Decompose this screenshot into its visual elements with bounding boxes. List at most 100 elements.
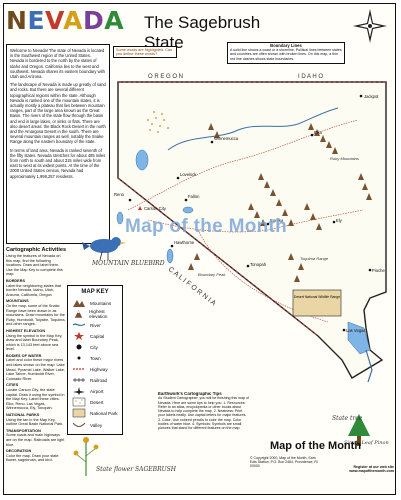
intro-paragraph: Welcome to Nevada! The state of Nevada i… (10, 48, 105, 80)
key-label: National Park (90, 410, 118, 416)
key-row: Mountains (72, 298, 111, 308)
key-row: Railroad (72, 375, 107, 385)
key-label: Valley (90, 422, 103, 428)
activity-title: CITIES (6, 383, 19, 388)
airport-icon (73, 387, 85, 395)
peak-icon (74, 310, 83, 318)
capital-icon (74, 332, 84, 340)
state-tree-species: Single Leaf Pinon (344, 440, 389, 446)
bluebird-icon (82, 237, 126, 261)
state-tree-label: State tree (332, 415, 363, 422)
key-label: Desert (90, 399, 104, 405)
title-letter: N (6, 6, 28, 35)
railroad-icon (73, 378, 85, 382)
highway-icon (73, 368, 85, 370)
lake-tahoe (116, 211, 124, 225)
key-label: Highway (90, 366, 108, 372)
key-row: Highest elevation (72, 309, 122, 319)
activity-title: BORDERS (6, 278, 25, 283)
title-letter: A (104, 6, 125, 35)
key-row: River (72, 320, 101, 330)
town-icon (77, 356, 81, 360)
desert-range-label: Desert National Wildlife Range (294, 295, 340, 299)
key-label: Airport (90, 388, 104, 394)
national-park-icon (72, 408, 86, 418)
activity-text: On the map, some of the Snake Range have… (6, 303, 66, 327)
svg-text:Hawthorne: Hawthorne (174, 240, 195, 245)
title-letter: D (83, 6, 105, 35)
svg-text:Pioche: Pioche (372, 268, 385, 273)
cartographer-tips: Earthwork's Cartographic Tips As Student… (158, 392, 250, 462)
register-link[interactable]: Register at our web site www.mapofthemon… (349, 465, 394, 474)
pinon-tree-icon (348, 414, 370, 446)
intro-paragraph: The landscape of Nevada is made up great… (10, 82, 106, 145)
map-key-heading: MAP KEY (81, 289, 109, 295)
state-title: NEVADA (6, 6, 124, 35)
svg-text:Carson City: Carson City (144, 206, 167, 211)
key-label: Railroad (90, 377, 108, 383)
map-banner: Map of the Month (125, 216, 288, 237)
activity-text: Color the map. Draw your state flower, s… (6, 453, 59, 463)
activities-panel: Cartographic Activities Using the featur… (6, 247, 66, 477)
key-label: Mountains (90, 300, 112, 306)
svg-text:Boundary Peak: Boundary Peak (198, 272, 226, 277)
title-letter: E (27, 6, 46, 35)
activities-intro: Using the features of Nevada on this map… (6, 254, 63, 277)
key-row: Airport (72, 386, 104, 396)
map-key: MAP KEY Mountains Highest elevation Rive… (67, 285, 123, 435)
compass-rose-icon (353, 9, 387, 43)
svg-text:Jackpot: Jackpot (364, 94, 379, 99)
key-row: National Park (72, 408, 118, 418)
humboldt-river (167, 107, 339, 151)
activity-text: Using the tan in the Map Key, outline Gr… (6, 417, 64, 427)
activity-text: Locate Carson City, the state capital. D… (6, 388, 65, 411)
boundary-title: Boundary Lines (270, 43, 302, 48)
state-flower-label: State flower SAGEBRUSH (96, 466, 176, 473)
sagebrush-icon (73, 437, 99, 476)
pyramid-lake (135, 149, 149, 171)
key-label: Capital (90, 333, 105, 339)
capital-star-icon (138, 206, 142, 210)
key-row: Highway (72, 364, 108, 374)
city-markers (128, 94, 372, 332)
svg-text:Elko: Elko (314, 130, 323, 135)
svg-text:Lovelock: Lovelock (180, 172, 197, 177)
tips-heading: Earthwork's Cartographic Tips (158, 392, 222, 396)
key-row: Desert (72, 397, 104, 407)
tips-text: As Student Cartographer, you will be fin… (158, 396, 250, 431)
svg-text:Toquima Range: Toquima Range (300, 256, 329, 261)
river-icon (72, 323, 86, 327)
oregon-label: O R E G O N (148, 74, 183, 80)
idaho-label: I D A H O (298, 74, 323, 80)
key-row: Valley (72, 420, 102, 430)
black-rock-desert (147, 111, 169, 133)
highlight-notice: Some words are highlighted. Can you defi… (113, 46, 177, 58)
boundary-text: A solid line shows a coast or a shorelin… (230, 48, 342, 61)
activity-title: BODIES OF WATER (6, 353, 42, 358)
key-label: River (90, 322, 101, 328)
mountain-ranges (188, 123, 372, 282)
highway-95 (197, 229, 329, 323)
city-labels: Jackpot Winnemucca Elko Lovelock Fallon … (114, 94, 385, 333)
svg-text:Tonopah: Tonopah (250, 262, 267, 267)
mountain-icon (73, 300, 85, 307)
lake-mead (347, 321, 371, 355)
city-icon (76, 344, 82, 350)
title-letter: A (63, 6, 84, 35)
desert-wildlife-range (292, 289, 342, 317)
footer-title: Map of the Month (270, 440, 362, 452)
colorado-river (365, 349, 373, 383)
nevada-map: O R E G O N I D A H O C A L I F O R N I … (114, 74, 387, 383)
svg-text:Eureka: Eureka (270, 218, 284, 223)
title-letter: V (45, 6, 64, 35)
carson-lake (182, 206, 194, 214)
key-label: Highest elevation (89, 309, 108, 319)
svg-text:Fallon: Fallon (188, 194, 200, 199)
highway-80 (127, 119, 359, 211)
activity-title: MOUNTAINS (6, 299, 29, 304)
california-border (117, 177, 319, 337)
activity-title: DECORATION (6, 449, 32, 454)
copyright-text: © Copyright 2000, Map of the Month, Sam … (250, 456, 318, 469)
valley-icon (72, 422, 86, 427)
activity-text: Label and color these major rivers and l… (6, 358, 65, 381)
